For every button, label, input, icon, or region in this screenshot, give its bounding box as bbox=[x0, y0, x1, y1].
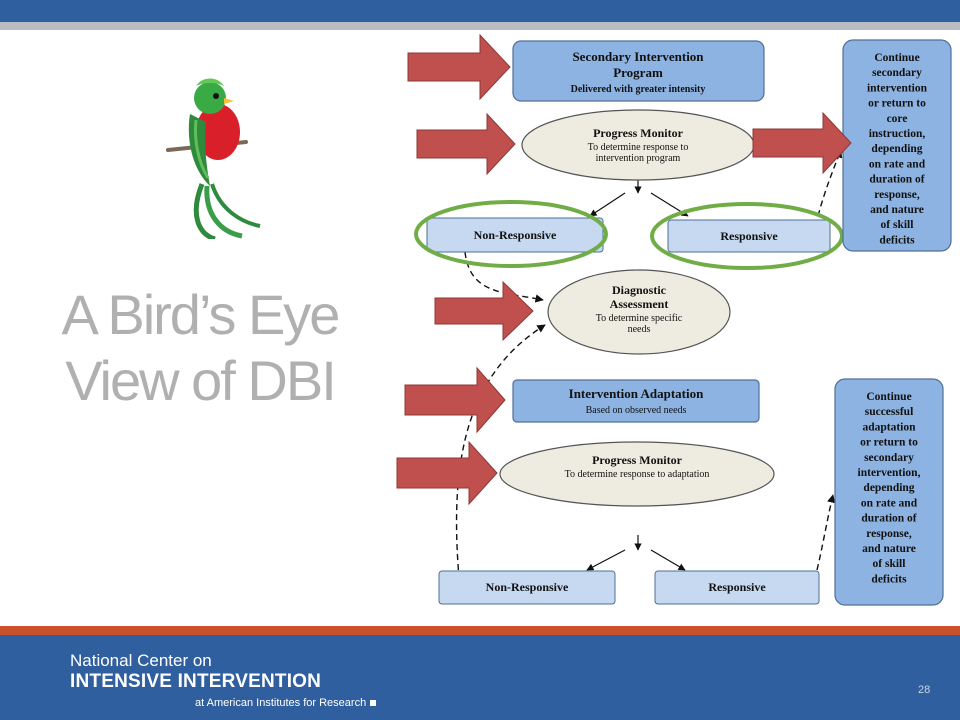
red-arrow-progress-monitor-1 bbox=[416, 112, 516, 176]
continue-secondary-line-1: Continue bbox=[874, 52, 919, 64]
pm1-line1: To determine response to bbox=[588, 142, 689, 153]
footer-org-line2: INTENSIVE INTERVENTION bbox=[70, 671, 322, 692]
red-arrow-progress-monitor-2 bbox=[396, 440, 498, 506]
continue-adaptation-line-8: on rate and bbox=[861, 497, 918, 509]
continue-secondary-box: Continue secondary intervention or return t… bbox=[842, 39, 952, 252]
continue-secondary-line-10: response, bbox=[874, 189, 920, 201]
pm2-title: Progress Monitor bbox=[592, 453, 683, 467]
continue-adaptation-line-5: secondary bbox=[864, 452, 914, 464]
continue-secondary-line-12: of skill bbox=[881, 219, 914, 231]
continue-adaptation-line-11: and nature bbox=[862, 543, 916, 555]
footer-org-line1: National Center on bbox=[70, 651, 212, 670]
continue-secondary-line-3: intervention bbox=[867, 82, 928, 94]
continue-secondary-line-8: on rate and bbox=[869, 158, 926, 170]
continue-adaptation-line-1: Continue bbox=[866, 391, 911, 403]
footer-org-line3-text: at American Institutes for Research bbox=[195, 697, 367, 709]
progress-monitor-2-ellipse: Progress Monitor To determine response t… bbox=[499, 441, 775, 507]
continue-secondary-line-13: deficits bbox=[879, 234, 915, 246]
diagnostic-assessment-ellipse: Diagnostic Assessment To determine speci… bbox=[547, 269, 731, 355]
secondary-intervention-box: Secondary Intervention Program Delivered… bbox=[512, 40, 765, 102]
continue-adaptation-line-3: adaptation bbox=[862, 421, 916, 433]
header-stripe bbox=[0, 22, 960, 30]
diag-line2: Assessment bbox=[610, 297, 669, 311]
secondary-title-line1: Secondary Intervention bbox=[572, 49, 704, 64]
continue-adaptation-line-6: intervention, bbox=[858, 467, 921, 479]
connector-lines bbox=[455, 149, 843, 591]
diag-line3: To determine specific bbox=[596, 313, 683, 324]
header-bar bbox=[0, 0, 960, 22]
continue-secondary-line-5: core bbox=[887, 113, 908, 125]
responsive-2-label: Responsive bbox=[708, 580, 766, 594]
non-responsive-1-box: Non-Responsive bbox=[426, 217, 604, 253]
diag-line1: Diagnostic bbox=[612, 283, 667, 297]
responsive-1-box: Responsive bbox=[667, 219, 831, 253]
adapt-title: Intervention Adaptation bbox=[569, 386, 704, 401]
footer-bar: National Center on INTENSIVE INTERVENTIO… bbox=[0, 635, 960, 720]
square-icon bbox=[370, 700, 377, 706]
pm1-line2: intervention program bbox=[596, 153, 681, 164]
pm1-title: Progress Monitor bbox=[593, 126, 684, 140]
red-arrow-secondary bbox=[407, 33, 511, 101]
highlight-oval-non-responsive bbox=[414, 200, 608, 268]
footer-accent-bar bbox=[0, 626, 960, 635]
non-responsive-2-box: Non-Responsive bbox=[438, 570, 616, 605]
title-line-1: A Bird’s Eye bbox=[61, 283, 341, 346]
continue-secondary-line-2: secondary bbox=[872, 67, 922, 79]
continue-secondary-line-7: depending bbox=[871, 143, 922, 155]
continue-secondary-line-4: or return to bbox=[868, 98, 926, 110]
slide-title: A Bird’s Eye View of DBI bbox=[40, 282, 360, 414]
continue-adaptation-line-7: depending bbox=[863, 482, 914, 494]
red-arrow-adaptation bbox=[404, 366, 506, 434]
continue-adaptation-line-2: successful bbox=[865, 406, 914, 418]
dbi-flow-diagram: Secondary Intervention Program Delivered… bbox=[396, 33, 952, 606]
continue-adaptation-line-12: of skill bbox=[873, 558, 906, 570]
red-arrow-continue-1 bbox=[752, 111, 852, 175]
secondary-subtitle: Delivered with greater intensity bbox=[571, 84, 706, 95]
title-line-2: View of DBI bbox=[65, 349, 337, 412]
red-arrows bbox=[396, 33, 852, 506]
responsive-1-label: Responsive bbox=[720, 229, 778, 243]
continue-adaptation-line-9: duration of bbox=[861, 513, 916, 525]
continue-secondary-line-11: and nature bbox=[870, 204, 924, 216]
non-responsive-1-label: Non-Responsive bbox=[474, 228, 557, 242]
continue-adaptation-line-10: response, bbox=[866, 528, 912, 540]
secondary-title-line2: Program bbox=[613, 65, 663, 80]
non-responsive-2-label: Non-Responsive bbox=[486, 580, 569, 594]
pm2-line1: To determine response to adaptation bbox=[565, 469, 710, 480]
continue-adaptation-box: Continue successful adaptation or return to… bbox=[834, 378, 944, 606]
slide-number: 28 bbox=[918, 684, 931, 696]
progress-monitor-1-ellipse: Progress Monitor To determine response t… bbox=[521, 109, 755, 181]
highlight-oval-responsive bbox=[650, 202, 844, 270]
responsive-2-box: Responsive bbox=[654, 570, 820, 605]
continue-adaptation-line-4: or return to bbox=[860, 437, 918, 449]
continue-secondary-line-6: instruction, bbox=[869, 128, 926, 140]
red-arrow-diagnostic bbox=[434, 280, 534, 342]
continue-adaptation-line-13: deficits bbox=[871, 573, 907, 585]
quetzal-bird-icon bbox=[166, 78, 261, 239]
intervention-adaptation-box: Intervention Adaptation Based on observe… bbox=[512, 379, 760, 423]
continue-secondary-line-9: duration of bbox=[869, 174, 924, 186]
footer-org-line3: at American Institutes for Research bbox=[195, 697, 377, 709]
diag-line4: needs bbox=[628, 324, 651, 335]
adapt-subtitle: Based on observed needs bbox=[586, 405, 687, 416]
